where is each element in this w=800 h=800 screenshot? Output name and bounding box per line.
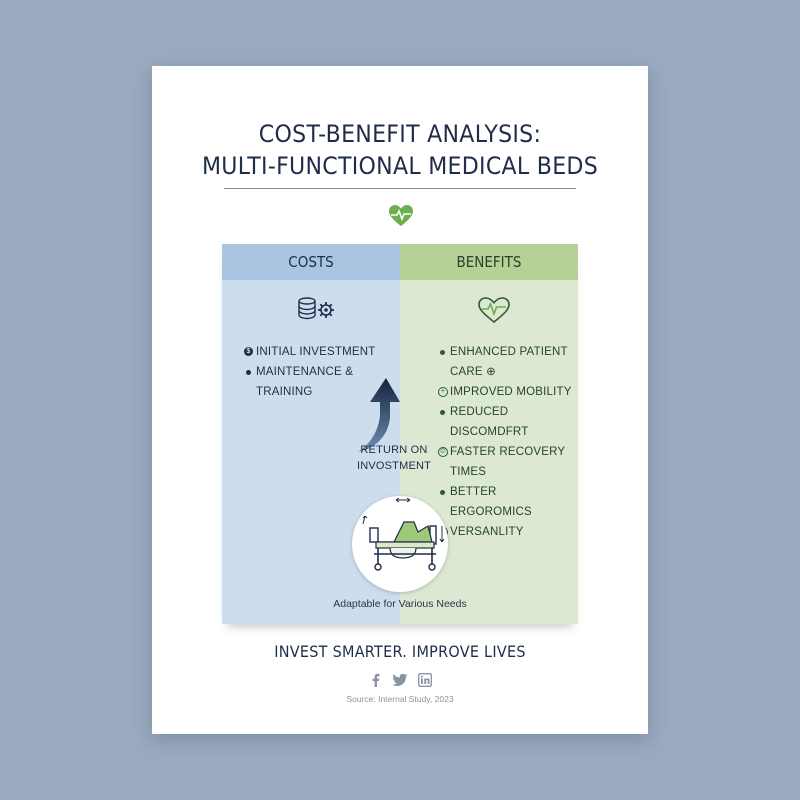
list-item: $ INITIAL INVESTMENT xyxy=(244,342,394,362)
list-item-continuation: CARE ⊕ xyxy=(450,366,496,378)
list-item: + IMPROVED MOBILITY xyxy=(438,382,578,402)
heart-pulse-icon xyxy=(389,205,413,226)
cost-benefit-panel: COSTS BENEFITS $ INITIAL INVESTMENT MAIN… xyxy=(222,244,578,624)
list-item-continuation: TRAINING xyxy=(256,386,313,398)
bullet-icon xyxy=(440,350,445,355)
list-item: BETTER ERGOROMICS xyxy=(438,482,578,522)
page-title: COST-BENEFIT ANALYSIS: MULTI-FUNCTIONAL … xyxy=(172,118,628,182)
bullet-icon xyxy=(246,370,251,375)
benefits-header: BENEFITS xyxy=(400,244,578,280)
bullet-icon xyxy=(440,410,445,415)
coins-gear-icon xyxy=(298,297,334,320)
costs-heading: COSTS xyxy=(288,253,334,271)
roi-label: RETURN ON INVOSTMENT xyxy=(356,444,432,472)
list-item: REDUCED DISCOMDFRT xyxy=(438,402,578,442)
facebook-icon[interactable] xyxy=(370,673,382,687)
clock-icon: ⏲ xyxy=(438,447,448,457)
dollar-icon: $ xyxy=(244,347,253,356)
linkedin-icon[interactable] xyxy=(418,673,432,687)
tagline: INVEST SMARTER. IMPROVE LIVES xyxy=(274,642,526,661)
benefits-list: ENHANCED PATIENT CARE ⊕ + IMPROVED MOBIL… xyxy=(438,342,578,542)
list-item: MAINTENANCE & xyxy=(244,362,394,382)
costs-header: COSTS xyxy=(222,244,400,280)
list-item: ENHANCED PATIENT xyxy=(438,342,578,362)
title-line-1: COST-BENEFIT ANALYSIS: xyxy=(258,120,542,148)
list-item: ⏲ FASTER RECOVERY TIMES xyxy=(438,442,578,482)
twitter-icon[interactable] xyxy=(392,673,408,687)
social-links xyxy=(366,672,436,688)
plus-circle-icon: + xyxy=(438,387,448,397)
title-line-2: MULTI-FUNCTIONAL MEDICAL BEDS xyxy=(201,152,599,180)
heart-pulse-icon xyxy=(478,297,510,324)
bed-caption: Adaptable for Various Needs xyxy=(333,598,467,610)
medical-bed-icon xyxy=(362,498,445,571)
list-item: $ VERSANLITY xyxy=(438,522,578,542)
bullet-icon xyxy=(440,490,445,495)
costs-list: $ INITIAL INVESTMENT MAINTENANCE & TRAIN… xyxy=(244,342,394,402)
source-note: Source: Internal Study, 2023 xyxy=(346,694,454,704)
upward-arrow-icon xyxy=(358,378,400,452)
title-divider xyxy=(224,188,576,189)
infographic-card: COST-BENEFIT ANALYSIS: MULTI-FUNCTIONAL … xyxy=(152,66,648,734)
benefits-heading: BENEFITS xyxy=(456,253,522,271)
